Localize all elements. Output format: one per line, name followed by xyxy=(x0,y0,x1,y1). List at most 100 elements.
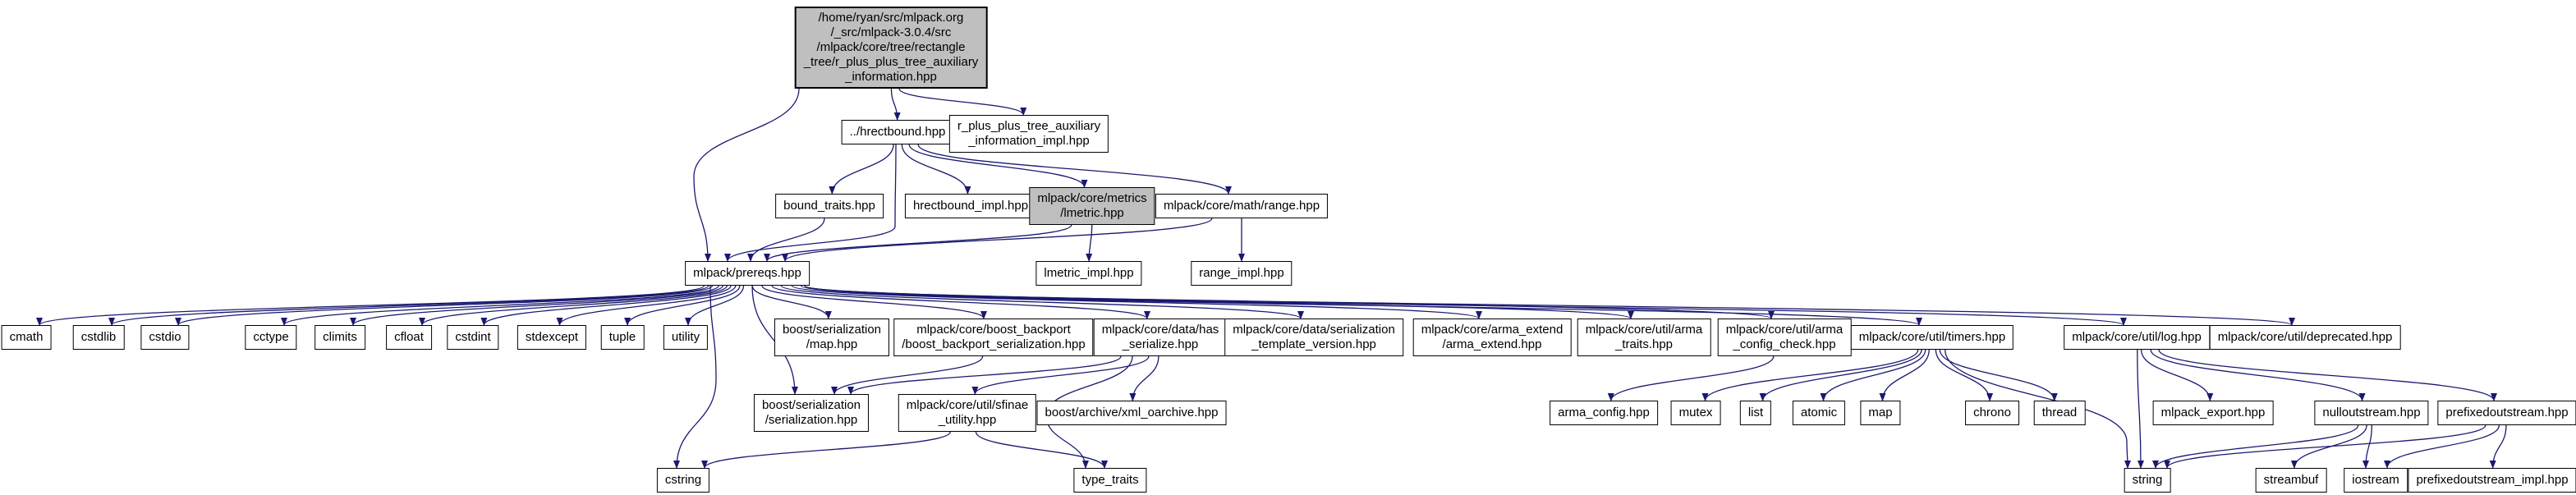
graph-node-atomic[interactable]: atomic xyxy=(1792,401,1846,425)
node-label-line: mlpack/core/util/timers.hpp xyxy=(1858,330,2006,344)
include-edge-arma_config_check-arma_config xyxy=(1607,355,1775,401)
include-edge-timers-list xyxy=(1759,349,1922,401)
node-label-line: mlpack/core/util/arma xyxy=(1585,323,1703,337)
graph-node-backport[interactable]: mlpack/core/boost_backport/boost_backpor… xyxy=(893,319,1094,356)
graph-node-cmath[interactable]: cmath xyxy=(1,325,52,350)
graph-node-mlpack_export[interactable]: mlpack_export.hpp xyxy=(2152,401,2274,425)
node-label-line: prefixedoutstream_impl.hpp xyxy=(2416,473,2569,487)
graph-node-cstdio[interactable]: cstdio xyxy=(140,325,190,350)
graph-node-hrectbound[interactable]: ../hrectbound.hpp xyxy=(841,120,954,144)
include-edge-prereqs-arma_config_check xyxy=(804,285,1775,319)
node-label-line: _template_version.hpp xyxy=(1251,337,1376,351)
graph-node-serialization[interactable]: boost/serialization/serialization.hpp xyxy=(753,394,870,432)
include-edge-hrectbound-bound_traits xyxy=(829,144,894,195)
include-edge-lmetric-prereqs xyxy=(764,224,1072,262)
graph-node-list[interactable]: list xyxy=(1739,401,1772,425)
include-edge-prereqs-tuple xyxy=(624,285,741,326)
node-label-line: /mlpack/core/tree/rectangle xyxy=(816,40,966,54)
node-label-line: mlpack/prereqs.hpp xyxy=(693,266,801,280)
graph-node-cctype[interactable]: cctype xyxy=(245,325,297,350)
graph-node-map[interactable]: map xyxy=(1860,401,1901,425)
graph-node-sfinae[interactable]: mlpack/core/util/sfinae_utility.hpp xyxy=(898,394,1037,432)
graph-node-mutex[interactable]: mutex xyxy=(1670,401,1721,425)
graph-node-cstdlib[interactable]: cstdlib xyxy=(72,325,125,350)
graph-node-cstring[interactable]: cstring xyxy=(656,468,710,493)
graph-node-range[interactable]: mlpack/core/math/range.hpp xyxy=(1155,194,1329,218)
node-label-line: stdexcept xyxy=(525,330,579,344)
graph-node-bound_traits[interactable]: bound_traits.hpp xyxy=(775,194,884,218)
graph-node-hrectbound_impl[interactable]: hrectbound_impl.hpp xyxy=(904,194,1037,218)
graph-node-range_impl[interactable]: range_impl.hpp xyxy=(1191,261,1293,286)
graph-node-arma_config_check[interactable]: mlpack/core/util/arma_config_check.hpp xyxy=(1717,319,1852,356)
graph-node-chrono[interactable]: chrono xyxy=(1965,401,2019,425)
node-label-line: mlpack/core/math/range.hpp xyxy=(1163,199,1320,213)
include-edge-prefixedoutstream-prefixedoutstream_impl xyxy=(2489,424,2507,469)
include-edge-timers-map xyxy=(1879,349,1930,401)
node-label-line: cstdint xyxy=(455,330,491,344)
include-edge-sfinae-type_traits xyxy=(975,431,1108,469)
node-label-line: mlpack/core/util/sfinae xyxy=(906,398,1029,412)
graph-node-has_serialize[interactable]: mlpack/core/data/has_serialize.hpp xyxy=(1093,319,1228,356)
graph-node-string[interactable]: string xyxy=(2124,468,2171,493)
graph-node-streambuf[interactable]: streambuf xyxy=(2255,468,2327,493)
node-label-line: mlpack/core/util/arma xyxy=(1725,323,1844,337)
node-label-line: climits xyxy=(323,330,357,344)
node-label-line: boost/serialization xyxy=(761,398,861,412)
graph-node-prereqs[interactable]: mlpack/prereqs.hpp xyxy=(685,261,810,286)
graph-node-utility[interactable]: utility xyxy=(663,325,709,350)
include-edge-prefixedoutstream-iostream xyxy=(2384,424,2500,469)
node-label-line: _config_check.hpp xyxy=(1733,337,1836,351)
graph-node-ser_map[interactable]: boost/serialization/map.hpp xyxy=(774,319,890,356)
node-label-line: thread xyxy=(2041,406,2078,419)
include-edge-sfinae-cstring xyxy=(701,431,951,469)
graph-node-climits[interactable]: climits xyxy=(315,325,365,350)
graph-node-xml_oarchive[interactable]: boost/archive/xml_oarchive.hpp xyxy=(1036,401,1227,425)
graph-node-arma_extend[interactable]: mlpack/core/arma_extend/arma_extend.hpp xyxy=(1412,319,1572,356)
graph-node-cstdint[interactable]: cstdint xyxy=(447,325,499,350)
graph-node-iostream[interactable]: iostream xyxy=(2344,468,2408,493)
include-edge-prereqs-cstdlib xyxy=(108,285,709,326)
node-label-line: chrono xyxy=(1973,406,2011,419)
graph-node-type_traits[interactable]: type_traits xyxy=(1073,468,1147,493)
include-edge-prereqs-utility xyxy=(685,285,745,326)
node-label-line: ../hrectbound.hpp xyxy=(849,125,946,139)
include-edge-prereqs-cstdio xyxy=(175,285,714,326)
graph-node-rppimpl[interactable]: r_plus_plus_tree_auxiliary_information_i… xyxy=(948,115,1109,153)
node-label-line: hrectbound_impl.hpp xyxy=(912,199,1029,213)
graph-node-log[interactable]: mlpack/core/util/log.hpp xyxy=(2064,325,2210,350)
node-label-line: _utility.hpp xyxy=(938,413,997,427)
node-label-line: atomic xyxy=(1800,406,1838,419)
graph-node-stdexcept[interactable]: stdexcept xyxy=(517,325,587,350)
graph-node-thread[interactable]: thread xyxy=(2033,401,2086,425)
graph-node-deprecated[interactable]: mlpack/core/util/deprecated.hpp xyxy=(2209,325,2401,350)
graph-node-cfloat[interactable]: cfloat xyxy=(386,325,432,350)
graph-node-prefixedoutstream[interactable]: prefixedoutstream.hpp xyxy=(2437,401,2576,425)
include-edge-prereqs-cstdint xyxy=(480,285,732,326)
graph-node-prefixedoutstream_impl[interactable]: prefixedoutstream_impl.hpp xyxy=(2408,468,2576,493)
include-edge-prereqs-stdexcept xyxy=(556,285,737,326)
node-label-line: cstdio xyxy=(149,330,181,344)
node-label-line: cmath xyxy=(9,330,44,344)
graph-node-lmetric_impl[interactable]: lmetric_impl.hpp xyxy=(1035,261,1142,286)
graph-node-arma_config[interactable]: arma_config.hpp xyxy=(1550,401,1658,425)
graph-node-lmetric[interactable]: mlpack/core/metrics/lmetric.hpp xyxy=(1029,187,1155,225)
graph-node-nulloutstream[interactable]: nulloutstream.hpp xyxy=(2314,401,2429,425)
include-edge-timers-mutex xyxy=(1701,349,1919,401)
include-edge-has_serialize-xml_oarchive xyxy=(1129,355,1159,401)
node-label-line: mlpack/core/data/has xyxy=(1101,323,1219,337)
node-label-line: mlpack_export.hpp xyxy=(2160,406,2266,419)
graph-node-tuple[interactable]: tuple xyxy=(600,325,645,350)
graph-node-main[interactable]: /home/ryan/src/mlpack.org/_src/mlpack-3.… xyxy=(794,7,988,89)
include-edge-bound_traits-prereqs xyxy=(747,218,825,262)
node-label-line: prefixedoutstream.hpp xyxy=(2445,406,2569,419)
include-edge-log-nulloutstream xyxy=(2150,349,2366,401)
graph-node-arma_traits[interactable]: mlpack/core/util/arma_traits.hpp xyxy=(1577,319,1711,356)
graph-node-timers[interactable]: mlpack/core/util/timers.hpp xyxy=(1850,325,2014,350)
include-edge-log-prefixedoutstream xyxy=(2158,349,2497,401)
node-label-line: iostream xyxy=(2352,473,2399,487)
node-label-line: mlpack/core/arma_extend xyxy=(1421,323,1564,337)
node-label-line: /_src/mlpack-3.0.4/src xyxy=(830,25,952,39)
graph-node-ser_tmpl[interactable]: mlpack/core/data/serialization_template_… xyxy=(1224,319,1403,356)
node-label-line: /home/ryan/src/mlpack.org xyxy=(818,11,964,25)
include-edge-main-prereqs xyxy=(693,88,800,262)
